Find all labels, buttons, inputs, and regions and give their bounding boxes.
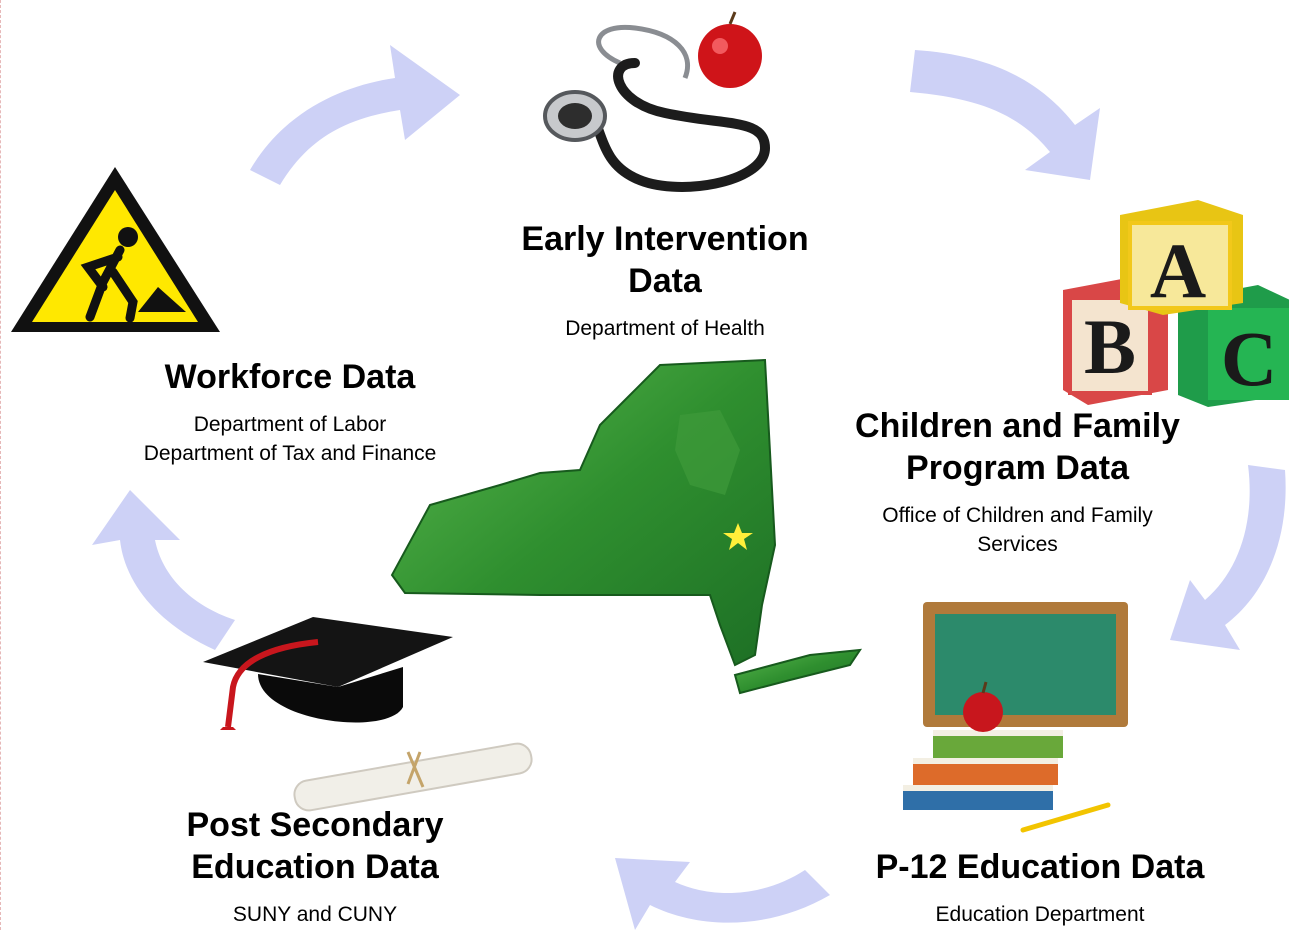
arrow-postsecondary-to-workforce [92, 490, 235, 650]
workforce-node: Workforce Data Department of Labor Depar… [90, 356, 490, 468]
early-intervention-title-line2: Data [628, 262, 702, 300]
post-secondary-title: Post Secondary [186, 806, 444, 844]
early-intervention-node: Early Intervention Data Department of He… [480, 218, 850, 343]
p12-node: P-12 Education Data Education Department [840, 846, 1240, 929]
svg-text:B: B [1084, 303, 1136, 390]
workforce-title: Workforce Data [164, 358, 416, 396]
arrow-children-to-p12 [1170, 465, 1286, 650]
children-family-node: Children and Family Program Data Office … [815, 405, 1220, 559]
early-intervention-title: Early Intervention [521, 220, 809, 258]
graduation-cap-diploma-icon [203, 617, 533, 812]
stethoscope-apple-icon [543, 11, 771, 192]
post-secondary-agency: SUNY and CUNY [232, 903, 398, 926]
children-family-title: Children and Family [855, 407, 1180, 445]
children-family-agency: Office of Children and Family [882, 504, 1153, 527]
p12-title: P-12 Education Data [875, 848, 1205, 886]
post-secondary-node: Post Secondary Education Data SUNY and C… [120, 804, 510, 929]
workforce-agency-line2: Department of Tax and Finance [143, 442, 437, 465]
children-family-agency-line2: Services [977, 533, 1058, 556]
svg-text:C: C [1221, 315, 1277, 402]
abc-blocks-icon: B C A [1063, 200, 1289, 407]
arrow-early-to-children [910, 50, 1100, 180]
svg-text:A: A [1150, 227, 1206, 314]
arrow-p12-to-postsecondary [615, 858, 830, 930]
post-secondary-title-line2: Education Data [191, 848, 439, 886]
new-york-state-map-icon [390, 358, 863, 695]
p12-agency: Education Department [935, 903, 1145, 926]
page-edge-marker [0, 0, 4, 930]
workforce-agency: Department of Labor [193, 413, 387, 436]
arrow-workforce-to-early [250, 45, 460, 185]
chalkboard-books-icon [903, 602, 1128, 833]
construction-warning-sign-icon [11, 167, 220, 332]
early-intervention-agency: Department of Health [565, 317, 765, 340]
children-family-title-line2: Program Data [906, 449, 1129, 487]
